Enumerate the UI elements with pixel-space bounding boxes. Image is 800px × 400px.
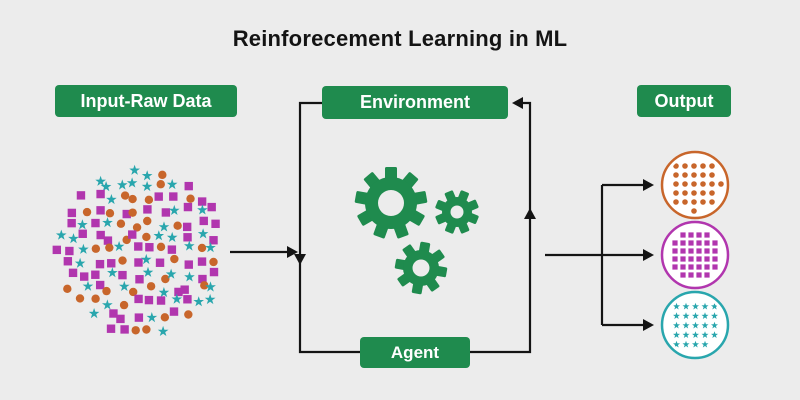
output-circle-squares xyxy=(660,220,730,290)
flow-arrows xyxy=(230,97,654,354)
input-raw-data-label: Input-Raw Data xyxy=(55,85,237,117)
agent-label: Agent xyxy=(360,337,470,368)
diagram-title: Reinforecement Learning in ML xyxy=(232,26,568,51)
environment-label: Environment xyxy=(322,86,508,119)
output-circle-stars xyxy=(660,290,730,360)
output-circles xyxy=(660,150,730,360)
output-label: Output xyxy=(637,85,731,117)
input-data-cluster xyxy=(52,164,220,336)
gears-icon xyxy=(354,167,479,295)
output-circle-dots xyxy=(660,150,730,220)
